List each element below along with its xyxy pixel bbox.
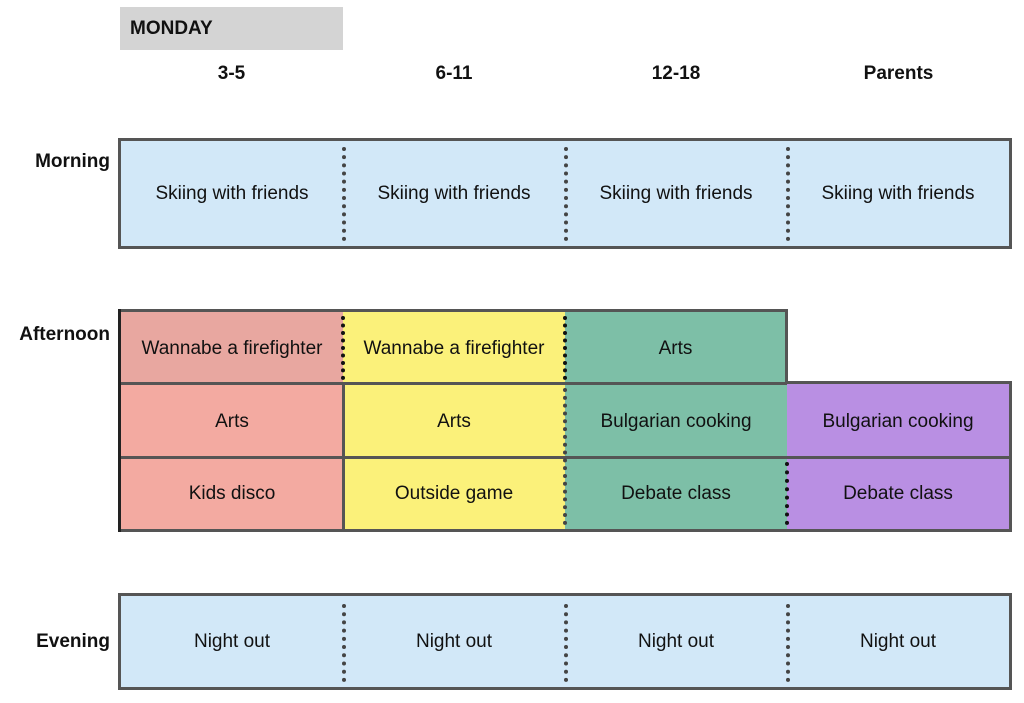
afternoon-divider: [341, 316, 345, 380]
morning-block: Skiing with friends Skiing with friends …: [118, 138, 1012, 249]
morning-divider: [786, 147, 790, 241]
evening-cell-parents: Night out: [859, 631, 937, 652]
afternoon-border: [118, 529, 1012, 532]
afternoon-divider: [563, 388, 567, 525]
morning-divider: [564, 147, 568, 241]
afternoon-cell-6-11-row3: Outside game: [343, 458, 565, 529]
row-label-morning: Morning: [35, 151, 110, 172]
afternoon-border: [786, 381, 1012, 384]
morning-cell-3-5: Skiing with friends: [155, 183, 309, 204]
column-header-12-18: 12-18: [651, 63, 701, 84]
evening-divider: [564, 604, 568, 682]
row-label-afternoon: Afternoon: [19, 324, 110, 345]
afternoon-border: [785, 309, 788, 384]
morning-cell-6-11: Skiing with friends: [377, 183, 531, 204]
afternoon-cell-6-11-row2: Arts: [343, 384, 565, 458]
afternoon-cell-3-5-row1: Wannabe a firefighter: [121, 312, 343, 384]
evening-cell-6-11: Night out: [415, 631, 493, 652]
afternoon-cell-parents-row2: Bulgarian cooking: [787, 384, 1009, 458]
morning-divider: [342, 147, 346, 241]
evening-cell-12-18: Night out: [637, 631, 715, 652]
afternoon-cell-3-5-row2: Arts: [121, 384, 343, 458]
evening-cell-3-5: Night out: [193, 631, 271, 652]
afternoon-border: [118, 309, 788, 312]
day-tab: MONDAY: [120, 7, 343, 50]
afternoon-divider: [785, 462, 789, 525]
morning-cell-12-18: Skiing with friends: [599, 183, 753, 204]
column-header-3-5: 3-5: [217, 63, 246, 84]
afternoon-border: [118, 309, 121, 532]
afternoon-border: [1009, 381, 1012, 532]
column-header-parents: Parents: [863, 63, 934, 84]
evening-divider: [786, 604, 790, 682]
afternoon-cell-parents-row3: Debate class: [787, 458, 1009, 529]
row-label-evening: Evening: [36, 631, 110, 652]
column-header-6-11: 6-11: [435, 63, 473, 84]
evening-divider: [342, 604, 346, 682]
afternoon-cell-6-11-row1: Wannabe a firefighter: [343, 312, 565, 384]
afternoon-divider: [563, 316, 567, 380]
afternoon-cell-3-5-row3: Kids disco: [121, 458, 343, 529]
afternoon-cell-12-18-row1: Arts: [565, 312, 786, 384]
morning-cell-parents: Skiing with friends: [821, 183, 975, 204]
afternoon-row-divider: [121, 382, 787, 385]
afternoon-divider: [342, 384, 345, 529]
evening-block: Night out Night out Night out Night out: [118, 593, 1012, 690]
afternoon-cell-12-18-row3: Debate class: [565, 458, 787, 529]
afternoon-cell-12-18-row2: Bulgarian cooking: [565, 384, 787, 458]
